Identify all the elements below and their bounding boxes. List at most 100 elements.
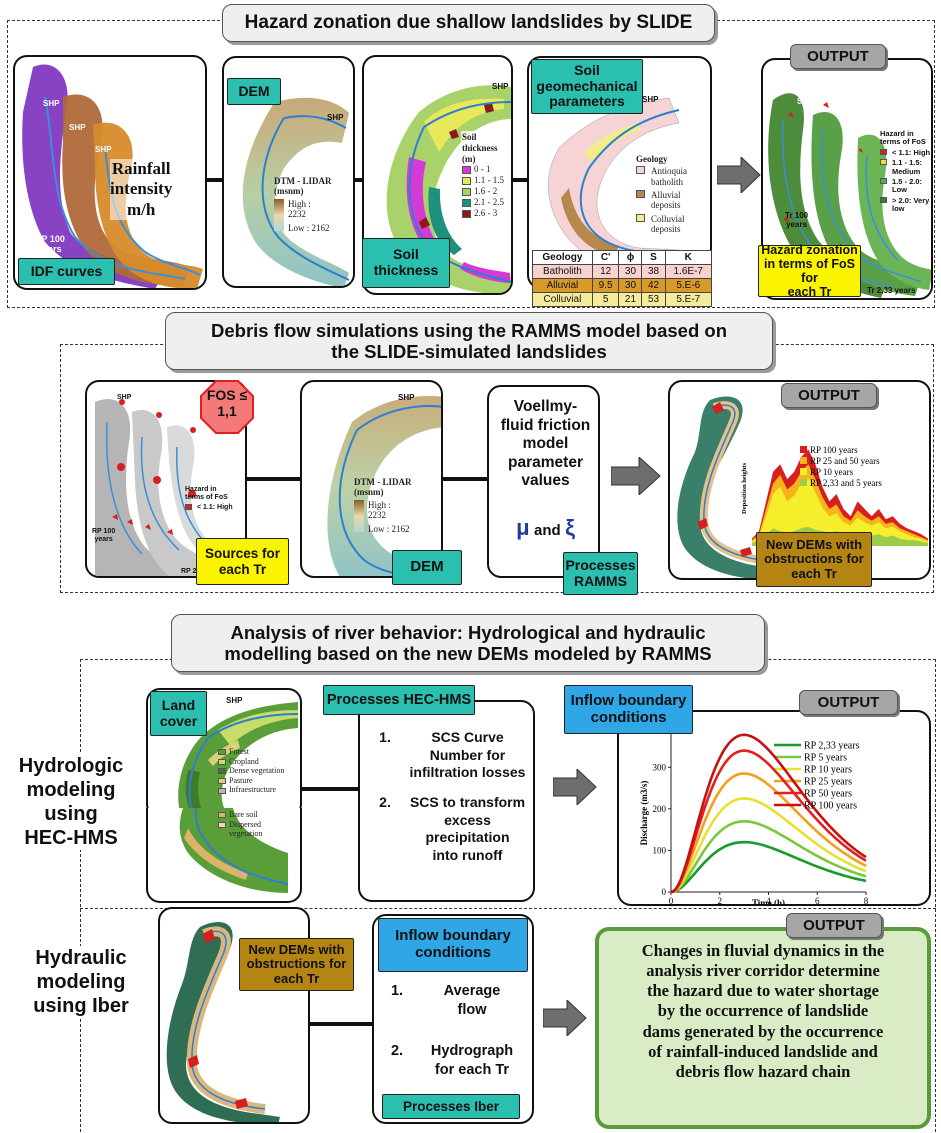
hydro-legend-label: RP 100 years — [804, 801, 857, 812]
landcover-swatch-0 — [218, 749, 226, 756]
hydro-xlabel: Time (h) — [752, 898, 785, 906]
soil-swatch-1 — [462, 177, 471, 186]
deposition-legend-label: RP 25 and 50 years — [810, 456, 880, 466]
fos-legend-item: < 1.1: High — [880, 148, 930, 157]
hydro-x-tick-label: 0 — [669, 896, 674, 906]
dem-map — [242, 97, 350, 286]
fos-legend-item: 1.1 - 1.5:Medium — [880, 158, 930, 176]
voellmy-text: Voellmy- fluid friction model parameter … — [500, 398, 591, 490]
deposition-legend-label: RP 2,33 and 5 years — [810, 478, 882, 488]
fos-swatch-2 — [880, 177, 887, 184]
deposition-legend-swatch — [800, 446, 807, 453]
section-title-ramms: Debris flow simulations using the RAMMS … — [165, 312, 773, 370]
final-output-label: OUTPUT — [786, 913, 882, 938]
geo-table-header: Geology C' ϕ S K — [532, 250, 713, 265]
landcover-swatch-1 — [218, 758, 226, 765]
idf-shp-label-1: SHP — [43, 99, 60, 108]
dem2-panel: SHP DTM - LIDAR (msnm) High : 2232 Low :… — [300, 380, 443, 578]
dem2-legend: DTM - LIDAR (msnm) High : 2232 Low : 216… — [354, 477, 412, 535]
hazard-zonation-tag: Hazard zonation in terms of FoS for each… — [758, 243, 861, 299]
landcover-shp-label: SHP — [226, 696, 243, 705]
hydro-series-line-2 — [670, 797, 867, 894]
deposition-legend-label: RP 10 years — [810, 467, 854, 477]
dem-legend: DTM - LIDAR (msnm) High : 2232 Low : 216… — [274, 176, 332, 234]
dem2-ramp — [354, 499, 364, 532]
processes-ramms-tag: Processes RAMMS — [563, 552, 638, 595]
fos-swatch-3 — [880, 196, 887, 203]
voellmy-panel: Voellmy- fluid friction model parameter … — [487, 385, 600, 578]
hydro-legend-label: RP 2,33 years — [804, 741, 860, 752]
section-divider — [80, 908, 936, 909]
hydro-legend-label: RP 10 years — [804, 765, 852, 776]
geo-table-row: Alluvial 9.5 30 42 5.E-6 — [532, 278, 713, 293]
landcover-map — [178, 702, 299, 816]
iber-item-2: 2. Hydrograph for each Tr — [390, 1043, 514, 1078]
landcover-panel-lower: Bare soil Dispersed vegetation — [146, 808, 302, 903]
soil-legend-item: 1.6 - 2 — [462, 186, 504, 197]
rainfall-label: Rainfall intensity m/h — [110, 159, 173, 221]
final-output-box: Changes in fluvial dynamics in the analy… — [595, 927, 931, 1129]
connector-idf-dem — [205, 178, 225, 182]
dem2-tag: DEM — [392, 550, 462, 585]
final-output-text: Changes in fluvial dynamics in the analy… — [641, 941, 885, 1081]
connector-soil-geo — [511, 178, 529, 182]
new-dems-tag-s2: New DEMs with obstructions for each Tr — [756, 532, 872, 587]
landcover-swatch-5 — [218, 812, 226, 819]
hydro-x-tick-label: 2 — [718, 896, 723, 906]
deposition-ylabel: Deposition heights — [741, 462, 748, 514]
soil-swatch-3 — [462, 198, 471, 207]
fos-swatch-0 — [880, 148, 887, 155]
landcover-tag: Land cover — [150, 691, 207, 736]
hydraulic-modeling-label: Hydraulic modeling using Iber — [22, 946, 140, 1018]
connector-map-iber — [308, 1022, 374, 1026]
sources-legend-item: < 1.1: High — [185, 504, 233, 512]
sources-rp2-label: RP 2 — [181, 568, 197, 575]
landcover-map-lower — [179, 808, 289, 893]
landcover-legend: Forest Cropland Dense vegetation Pasture… — [218, 747, 284, 795]
idf-panel: SHP SHP SHP Rainfall intensity m/h RP 10… — [13, 55, 207, 290]
deposition-legend-swatch — [800, 457, 807, 464]
hydro-series-line-0 — [670, 840, 867, 894]
fos-legend: Hazard in terms of FoS < 1.1: High 1.1 -… — [880, 129, 931, 214]
new-dems-tag-s4: New DEMs with obstructions for each Tr — [239, 938, 354, 991]
hechms-item-1: 1. SCS Curve Number for infiltration los… — [379, 729, 526, 780]
section-title-slide: Hazard zonation due shallow landslides b… — [222, 4, 715, 42]
geo-table: Geology C' ϕ S K Batholith 12 30 38 1.6E… — [532, 250, 713, 307]
hydro-x-tick-label: 8 — [864, 896, 869, 906]
fos-threshold-text: FOS ≤ 1,1 — [206, 387, 248, 420]
arrow-s1-output — [717, 157, 761, 193]
fos-shp-label: SHP — [797, 97, 814, 106]
sources-rp-label: RP 100 years — [92, 528, 116, 543]
hydrologic-modeling-label: Hydrologic modeling using HEC-HMS — [12, 754, 130, 850]
sources-shp-label: SHP — [117, 394, 132, 401]
idf-shp-label-2: SHP — [69, 123, 86, 132]
soil-shp-label: SHP — [492, 82, 509, 91]
hydro-y-tick-label: 0 — [662, 887, 667, 897]
dem-ramp — [274, 198, 284, 231]
processes-iber-tag: Processes Iber — [382, 1094, 520, 1119]
fos-tr100-label: Tr 100 years — [785, 211, 809, 229]
fos-legend-item: 1.5 - 2.0:Low — [880, 177, 930, 195]
dem-shp-label: SHP — [327, 113, 344, 122]
soil-legend: Soil thickness (m) 0 - 1 1.1 - 1.5 1.6 -… — [461, 131, 505, 220]
hydro-x-tick-label: 6 — [815, 896, 820, 906]
geo-table-row: Colluvial 5 21 53 5.E-7 — [532, 292, 713, 307]
landcover-legend-item: Pasture — [218, 776, 284, 786]
slide-output-label: OUTPUT — [790, 44, 886, 69]
soil-swatch-4 — [462, 209, 471, 218]
ramms-output-label: OUTPUT — [781, 383, 877, 408]
title-text: Hazard zonation due shallow landslides b… — [244, 12, 693, 34]
landcover-legend-item: Infraestructure — [218, 785, 284, 795]
idf-curves-tag: IDF curves — [18, 258, 115, 285]
geo-shp-label: SHP — [642, 95, 659, 104]
soil-legend-item: 1.1 - 1.5 — [462, 175, 504, 186]
fos-stop-sign — [200, 380, 254, 434]
soil-swatch-2 — [462, 187, 471, 196]
arrow-s4-output — [543, 1000, 587, 1036]
